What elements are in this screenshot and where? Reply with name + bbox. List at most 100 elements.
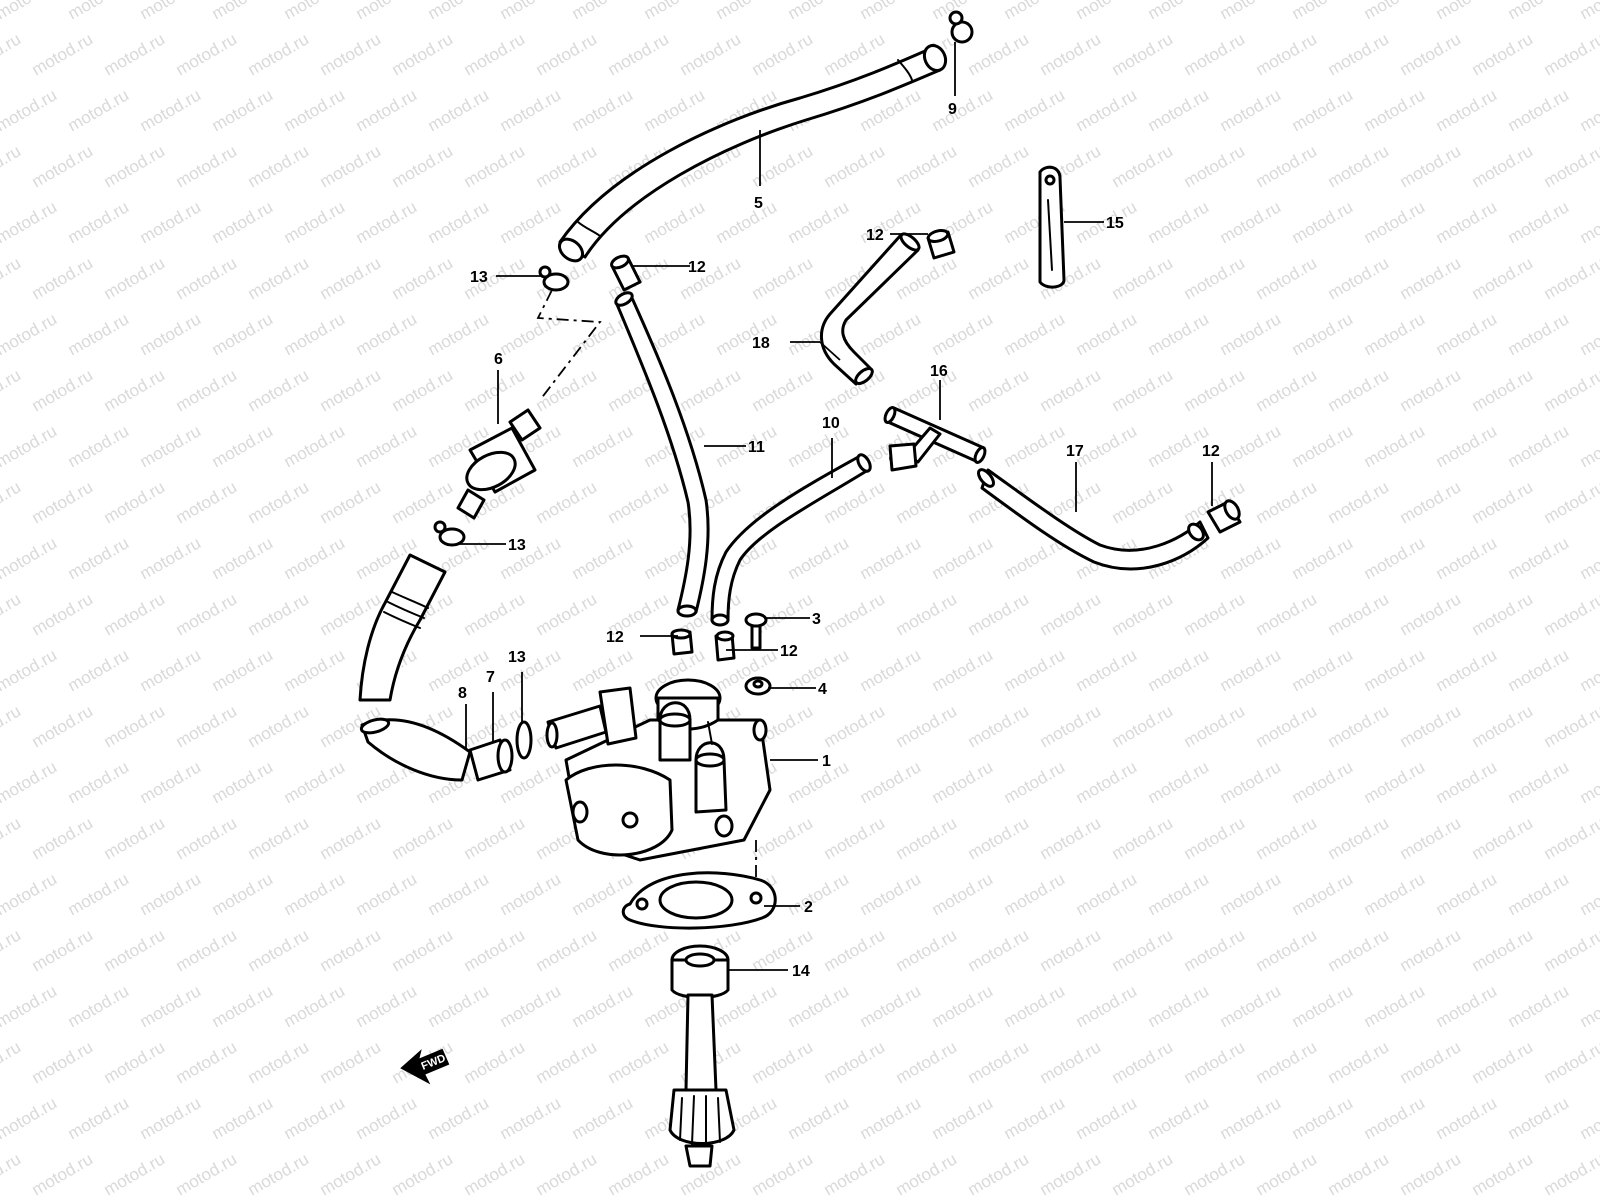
watermark-text: motod.ru	[1073, 869, 1141, 919]
watermark-text: motod.ru	[533, 1037, 601, 1087]
callout-13-middle: 13	[508, 537, 526, 554]
watermark-text: motod.ru	[1577, 421, 1600, 471]
watermark-text: motod.ru	[317, 477, 385, 527]
watermark-text: motod.ru	[1145, 85, 1213, 135]
watermark-text: motod.ru	[1577, 85, 1600, 135]
watermark-text: motod.ru	[1001, 421, 1069, 471]
watermark-text: motod.ru	[1001, 0, 1069, 23]
watermark-text: motod.ru	[1217, 757, 1285, 807]
watermark-text: motod.ru	[1361, 533, 1429, 583]
part-7-fitting	[468, 738, 514, 782]
watermark-text: motod.ru	[1181, 365, 1249, 415]
watermark-text: motod.ru	[1433, 869, 1501, 919]
watermark-text: motod.ru	[317, 925, 385, 975]
watermark-text: motod.ru	[1109, 813, 1177, 863]
watermark-text: motod.ru	[965, 365, 1033, 415]
watermark-text: motod.ru	[1217, 0, 1285, 23]
watermark-text: motod.ru	[101, 253, 169, 303]
watermark-text: motod.ru	[281, 85, 349, 135]
watermark-text: motod.ru	[101, 141, 169, 191]
part-2-gasket	[621, 871, 777, 930]
watermark-text: motod.ru	[1073, 1093, 1141, 1143]
watermark-text: motod.ru	[209, 85, 277, 135]
watermark-text: motod.ru	[1397, 29, 1465, 79]
watermark-text: motod.ru	[1145, 1093, 1213, 1143]
watermark-text: motod.ru	[1073, 757, 1141, 807]
watermark-text: motod.ru	[1073, 981, 1141, 1031]
watermark-text: motod.ru	[173, 925, 241, 975]
watermark-text: motod.ru	[0, 85, 60, 135]
watermark-text: motod.ru	[389, 477, 457, 527]
part-14-drive-gear	[668, 944, 736, 1168]
watermark-text: motod.ru	[245, 589, 313, 639]
watermark-text: motod.ru	[569, 85, 637, 135]
watermark-text: motod.ru	[1289, 1093, 1357, 1143]
watermark-text: motod.ru	[1397, 141, 1465, 191]
watermark-text: motod.ru	[461, 29, 529, 79]
watermark-text: motod.ru	[1217, 197, 1285, 247]
watermark-text: motod.ru	[353, 1093, 421, 1143]
watermark-text: motod.ru	[1253, 925, 1321, 975]
watermark-text: motod.ru	[245, 477, 313, 527]
watermark-text: motod.ru	[1469, 701, 1537, 751]
watermark-text: motod.ru	[1505, 421, 1573, 471]
watermark-text: motod.ru	[209, 1093, 277, 1143]
watermark-text: motod.ru	[317, 29, 385, 79]
watermark-text: motod.ru	[1217, 421, 1285, 471]
watermark-text: motod.ru	[1361, 309, 1429, 359]
watermark-text: motod.ru	[1433, 1093, 1501, 1143]
part-12-cap-upper-right	[926, 229, 956, 260]
watermark-text: motod.ru	[245, 365, 313, 415]
watermark-text: motod.ru	[0, 253, 24, 303]
watermark-text: motod.ru	[857, 1093, 925, 1143]
watermark-text: motod.ru	[1541, 813, 1600, 863]
part-4-washer	[744, 676, 772, 696]
watermark-text: motod.ru	[101, 813, 169, 863]
watermark-text: motod.ru	[1253, 253, 1321, 303]
part-11-hose	[614, 291, 710, 618]
watermark-text: motod.ru	[137, 197, 205, 247]
watermark-text: motod.ru	[749, 29, 817, 79]
watermark-text: motod.ru	[1145, 645, 1213, 695]
watermark-text: motod.ru	[1541, 477, 1600, 527]
watermark-text: motod.ru	[1181, 1037, 1249, 1087]
watermark-text: motod.ru	[1289, 309, 1357, 359]
watermark-text: motod.ru	[281, 533, 349, 583]
watermark-text: motod.ru	[65, 309, 133, 359]
watermark-text: motod.ru	[209, 869, 277, 919]
watermark-text: motod.ru	[173, 477, 241, 527]
watermark-text: motod.ru	[1001, 309, 1069, 359]
watermark-text: motod.ru	[1001, 645, 1069, 695]
watermark-text: motod.ru	[0, 645, 60, 695]
watermark-text: motod.ru	[965, 253, 1033, 303]
watermark-text: motod.ru	[1217, 533, 1285, 583]
callout-4: 4	[818, 681, 827, 698]
watermark-text: motod.ru	[893, 477, 961, 527]
watermark-text: motod.ru	[677, 29, 745, 79]
watermark-text: motod.ru	[1397, 1037, 1465, 1087]
watermark-text: motod.ru	[1109, 1037, 1177, 1087]
watermark-text: motod.ru	[317, 813, 385, 863]
watermark-text: motod.ru	[317, 1149, 385, 1199]
watermark-text: motod.ru	[101, 1149, 169, 1199]
watermark-text: motod.ru	[1253, 477, 1321, 527]
watermark-text: motod.ru	[137, 1093, 205, 1143]
watermark-text: motod.ru	[1289, 0, 1357, 23]
watermark-text: motod.ru	[1325, 253, 1393, 303]
watermark-text: motod.ru	[1361, 869, 1429, 919]
watermark-text: motod.ru	[641, 85, 709, 135]
part-6-fuel-filter	[456, 408, 542, 520]
callout-18: 18	[752, 335, 770, 352]
watermark-text: motod.ru	[425, 85, 493, 135]
callout-7: 7	[486, 669, 495, 686]
watermark-text: motod.ru	[389, 1149, 457, 1199]
watermark-text: motod.ru	[1145, 309, 1213, 359]
watermark-text: motod.ru	[1145, 981, 1213, 1031]
watermark-text: motod.ru	[65, 197, 133, 247]
watermark-text: motod.ru	[785, 981, 853, 1031]
watermark-text: motod.ru	[1325, 925, 1393, 975]
watermark-text: motod.ru	[1541, 253, 1600, 303]
watermark-text: motod.ru	[1109, 1149, 1177, 1199]
watermark-text: motod.ru	[1109, 365, 1177, 415]
